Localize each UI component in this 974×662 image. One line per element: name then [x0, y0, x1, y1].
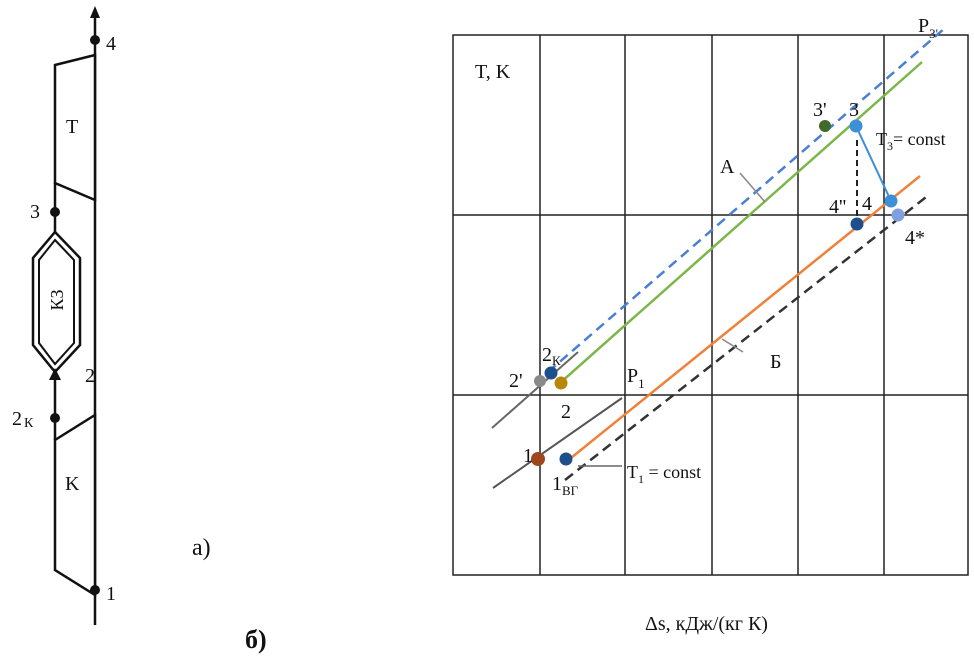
combustor-inner-shape: [38, 238, 75, 366]
isobar-p3-dashed: [547, 27, 946, 373]
label-b-pointer: [721, 338, 744, 353]
diagram-frame: [452, 34, 969, 576]
diagram-caption: б): [245, 625, 267, 654]
label-3prime: 3': [813, 99, 827, 121]
point-2: [554, 376, 568, 390]
line-a-label: А: [720, 156, 735, 178]
ts-diagram: T, K Δs, кДж/(кг К) P3' P1: [452, 15, 969, 635]
label-4-star: 4*: [905, 227, 925, 249]
y-axis-label: T, K: [475, 61, 511, 83]
point-4-star: [891, 208, 905, 222]
label-3: 3: [849, 99, 859, 121]
expansion-3-4-line: [855, 125, 892, 202]
point-4: [884, 194, 898, 208]
point-3: [849, 119, 863, 133]
isobar-p2-stub: [491, 351, 579, 429]
label-2prime: 2': [509, 370, 523, 392]
scheme-top-arrow: [90, 6, 100, 18]
label-4: 4: [862, 193, 872, 215]
point-1vg: [559, 452, 573, 466]
label-4-dprime: 4'': [829, 196, 846, 218]
point-2prime: [534, 375, 546, 387]
t3-const-label: T3= const: [876, 129, 946, 153]
isobar-p3-label: P3': [918, 15, 938, 41]
scheme-node-3: [50, 207, 60, 217]
x-axis-label: Δs, кДж/(кг К): [645, 613, 768, 635]
scheme-node-4: [90, 35, 100, 45]
compressor-shape: [53, 412, 97, 598]
compressor-label: K: [65, 473, 80, 495]
label-a-pointer: [739, 172, 766, 203]
label-1vg: 1ВГ: [552, 473, 579, 498]
combustor-label: КЗ: [47, 289, 67, 310]
flow-arrow-up: [49, 368, 61, 380]
isobar-p1-line: [492, 397, 623, 489]
isobar-b-dashed: [564, 193, 931, 481]
orange-process-line: [565, 175, 921, 463]
point-1: [531, 452, 545, 466]
label-1: 1: [523, 445, 533, 467]
scheme-node-2k: [50, 413, 60, 423]
line-b-label: Б: [770, 351, 781, 373]
scheme-label-1: 1: [106, 583, 116, 605]
point-3prime: [819, 120, 831, 132]
point-4-dprime: [850, 217, 864, 231]
scheme-node-1: [90, 585, 100, 595]
scheme-caption: a): [192, 535, 211, 561]
turbine-shape: [53, 53, 97, 202]
label-2: 2: [561, 401, 571, 423]
scheme-label-4: 4: [106, 33, 116, 55]
diagram-grid: [452, 34, 969, 576]
point-2k: [544, 366, 558, 380]
scheme-label-3: 3: [30, 201, 40, 223]
green-line-a: [559, 61, 923, 384]
scheme-label-2: 2: [85, 365, 95, 387]
label-2k: 2К: [542, 344, 561, 368]
turbine-label: T: [66, 116, 78, 138]
t1-const-label: T1 = const: [627, 462, 701, 486]
isobar-p1-label: P1: [627, 365, 645, 391]
